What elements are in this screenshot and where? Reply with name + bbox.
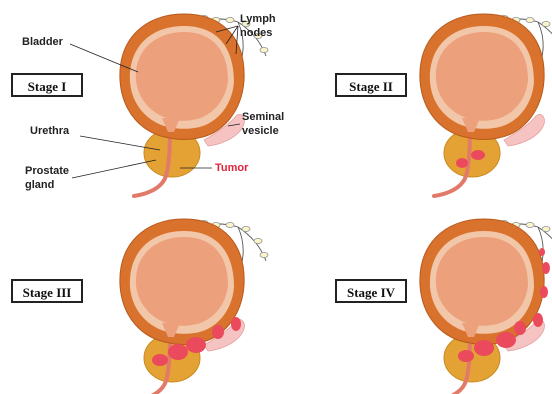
lymph-nodes-label: Lymph nodes	[240, 12, 276, 40]
stage-3-label: Stage III	[11, 279, 83, 303]
organ-stage-3	[120, 219, 268, 394]
seminal-vesicle-label: Seminal vesicle	[242, 110, 284, 138]
prostate-gland-label: Prostate gland	[25, 164, 69, 192]
stage-4-label: Stage IV	[335, 279, 407, 303]
tumor-label: Tumor	[215, 161, 248, 175]
bladder-label: Bladder	[22, 35, 63, 49]
organ-stage-4	[420, 219, 552, 394]
urethra-label: Urethra	[30, 124, 69, 138]
organ-stage-2	[420, 14, 552, 196]
stage-2-label: Stage II	[335, 73, 407, 97]
prostate-gland-leader	[72, 160, 156, 178]
stage-1-label: Stage I	[11, 73, 83, 97]
